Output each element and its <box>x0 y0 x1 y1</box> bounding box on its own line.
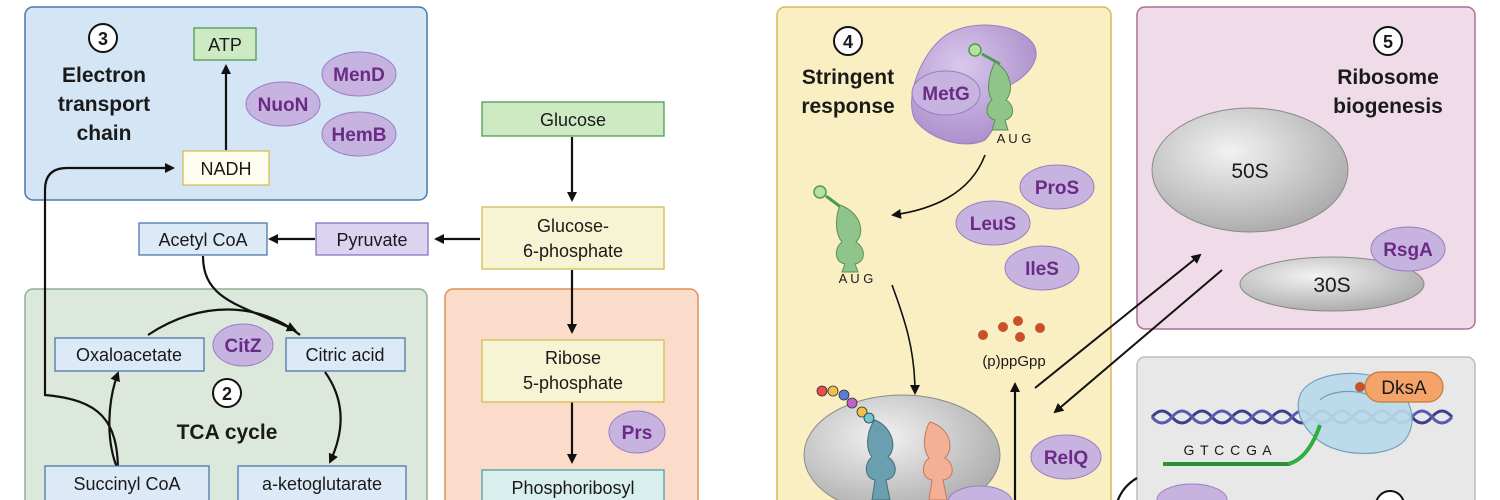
svg-text:RelQ: RelQ <box>1044 448 1088 469</box>
enzyme-leus: LeuS <box>955 200 1031 246</box>
enzyme-citz: CitZ <box>212 323 274 367</box>
glucose-6-phosphate-box: Glucose- 6-phosphate <box>481 206 665 270</box>
svg-text:3: 3 <box>98 29 108 49</box>
a-ketoglutarate-box: a-ketoglutarate <box>237 465 407 500</box>
svg-text:MenD: MenD <box>333 65 385 86</box>
etc-title-line-1: Electron <box>62 64 146 87</box>
enzyme-nuon: NuoN <box>245 81 321 127</box>
enzyme-prs: Prs <box>608 410 666 454</box>
acetyl-coa-box: Acetyl CoA <box>138 222 268 256</box>
stringent-title-line-1: Stringent <box>802 66 894 89</box>
enzyme-rsga: RsgA <box>1370 226 1446 272</box>
arrow-to-ribosome <box>891 284 920 395</box>
stalled-ribosome <box>803 385 1001 500</box>
svg-text:LeuS: LeuS <box>970 214 1016 235</box>
arrow-acetylcoa-to-citric <box>201 255 297 332</box>
etc-title-line-2: transport <box>58 93 150 116</box>
free-trna <box>813 185 864 273</box>
svg-text:Succinyl CoA: Succinyl CoA <box>73 474 180 494</box>
arrow-trna-release <box>891 154 986 219</box>
codon-mid: A U G <box>839 271 874 286</box>
stringent-title-line-2: response <box>801 95 894 118</box>
enzyme-mend: MenD <box>321 51 397 97</box>
oxaloacetate-box: Oxaloacetate <box>54 337 205 372</box>
etc-title-line-3: chain <box>77 122 132 145</box>
arrow-succinyl-to-nadh <box>43 163 175 473</box>
ribose-5-phosphate-box: Ribose 5-phosphate <box>481 339 665 403</box>
arrow-citric-to-akg <box>324 371 342 464</box>
succinyl-coa-box: Succinyl CoA <box>44 465 210 500</box>
enzyme-metg: MetG <box>911 70 981 116</box>
svg-text:a-ketoglutarate: a-ketoglutarate <box>262 474 382 494</box>
arrow-to-biogenesis <box>1034 253 1202 389</box>
ribosome-title-line-2: biogenesis <box>1333 95 1443 118</box>
glucose-box: Glucose <box>481 101 665 137</box>
svg-text:NADH: NADH <box>200 159 251 179</box>
transcription-panel-number <box>1375 490 1405 500</box>
subunit-50s: 50S <box>1151 107 1349 233</box>
arrow-succinyl-to-oxaloacetate <box>108 371 120 471</box>
svg-text:RsgA: RsgA <box>1383 240 1433 261</box>
svg-text:DksA: DksA <box>1381 378 1427 399</box>
pyruvate-box: Pyruvate <box>315 222 429 256</box>
enzyme-relq: RelQ <box>1030 434 1102 480</box>
svg-text:MetG: MetG <box>922 84 970 105</box>
ppgpp-dots <box>978 316 1045 342</box>
svg-text:Glucose: Glucose <box>540 110 606 130</box>
enzyme-dksa: DksA <box>1355 371 1444 403</box>
enzyme-partial-rpob <box>1156 483 1228 500</box>
arrow-from-biogenesis <box>1053 269 1223 414</box>
svg-text:HemB: HemB <box>332 125 387 146</box>
svg-text:4: 4 <box>843 32 853 52</box>
ppgpp-label: (p)ppGpp <box>982 353 1045 370</box>
nadh-box: NADH <box>182 150 270 186</box>
svg-text:Acetyl CoA: Acetyl CoA <box>158 230 247 250</box>
svg-text:5: 5 <box>1383 32 1393 52</box>
panel-stringent-response <box>776 6 1112 500</box>
svg-text:ATP: ATP <box>208 35 242 55</box>
svg-text:50S: 50S <box>1231 160 1268 183</box>
svg-text:NuoN: NuoN <box>258 95 309 116</box>
svg-text:6-phosphate: 6-phosphate <box>523 241 623 261</box>
atp-box: ATP <box>193 27 257 61</box>
svg-text:CitZ: CitZ <box>225 336 262 357</box>
dna-sequence: G T C C G A <box>1183 442 1272 458</box>
svg-text:Oxaloacetate: Oxaloacetate <box>76 345 182 365</box>
tca-panel-number: 2 <box>212 378 242 408</box>
codon-top: A U G <box>997 131 1032 146</box>
subunit-30s: 30S <box>1239 256 1425 312</box>
arrow-to-transcription <box>1116 477 1138 500</box>
enzyme-hemb: HemB <box>321 111 397 157</box>
enzyme-pros: ProS <box>1019 164 1095 210</box>
ribosome-panel-number: 5 <box>1373 26 1403 56</box>
svg-text:30S: 30S <box>1313 274 1350 297</box>
tca-arc-top <box>147 308 301 336</box>
svg-text:Citric acid: Citric acid <box>305 345 384 365</box>
svg-text:IleS: IleS <box>1025 259 1059 280</box>
svg-text:ProS: ProS <box>1035 178 1079 199</box>
stringent-panel-number: 4 <box>833 26 863 56</box>
svg-text:Ribose: Ribose <box>545 348 601 368</box>
svg-text:Phosphoribosyl: Phosphoribosyl <box>511 478 634 498</box>
svg-text:Pyruvate: Pyruvate <box>336 230 407 250</box>
svg-text:Glucose-: Glucose- <box>537 216 609 236</box>
tca-title: TCA cycle <box>177 421 278 444</box>
enzyme-partial-lower <box>947 485 1013 500</box>
svg-text:Prs: Prs <box>622 423 653 444</box>
svg-text:5-phosphate: 5-phosphate <box>523 373 623 393</box>
rna-transcript <box>1287 424 1322 466</box>
enzyme-iles: IleS <box>1004 245 1080 291</box>
ribosome-title-line-1: Ribosome <box>1337 66 1439 89</box>
phosphoribosyl-box: Phosphoribosyl <box>481 469 665 500</box>
citric-acid-box: Citric acid <box>285 337 406 372</box>
etc-panel-number: 3 <box>88 23 118 53</box>
svg-text:2: 2 <box>222 384 232 404</box>
